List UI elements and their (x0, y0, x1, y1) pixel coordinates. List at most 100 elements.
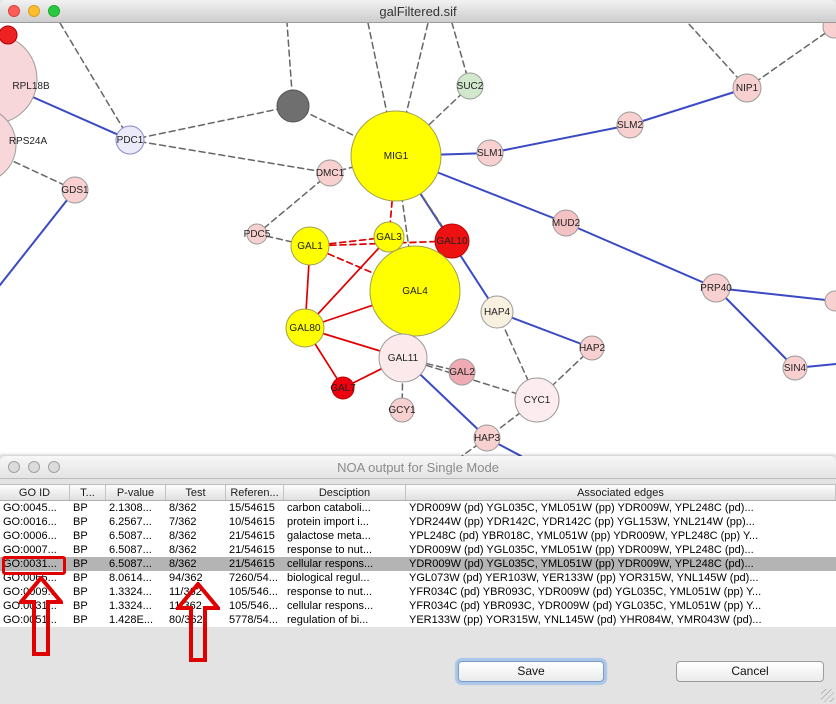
edge[interactable] (0, 190, 75, 285)
table-row[interactable]: GO:0045...BP2.1308...8/36215/54615carbon… (0, 501, 836, 515)
node-label: GAL2 (449, 367, 475, 378)
node-label: PDC5 (244, 229, 271, 240)
table-row[interactable]: GO:0031...BP1.3324...11/362105/546...cel… (0, 599, 836, 613)
node-label: GAL1 (297, 241, 323, 252)
noa-window-titlebar[interactable]: NOA output for Single Mode (0, 456, 836, 479)
table-cell: 8/362 (166, 529, 226, 543)
table-row[interactable]: GO:0031...BP6.5087...8/36221/54615cellul… (0, 557, 836, 571)
table-header-row: GO ID T... P-value Test Referen... Desci… (0, 484, 836, 501)
table-cell: 8/362 (166, 557, 226, 571)
node-label: MIG1 (384, 151, 409, 162)
table-cell: 6.5087... (106, 557, 166, 571)
table-row[interactable]: GO:0016...BP6.2567...7/36210/54615protei… (0, 515, 836, 529)
node-label: GAL3 (376, 232, 402, 243)
close-button[interactable] (8, 461, 20, 473)
table-cell: BP (70, 585, 106, 599)
edge[interactable] (747, 27, 834, 88)
table-cell: BP (70, 599, 106, 613)
table-cell: 6.5087... (106, 543, 166, 557)
column-header-type[interactable]: T... (70, 485, 106, 500)
edge[interactable] (130, 140, 330, 173)
zoom-button[interactable] (48, 5, 60, 17)
edge[interactable] (630, 88, 747, 125)
node-label: GAL10 (436, 236, 468, 247)
node-label: SLM2 (617, 120, 644, 131)
edge[interactable] (566, 223, 716, 288)
resize-grip[interactable] (821, 689, 834, 702)
network-window: galFiltered.sif RPL18BRPS24AGDS1PDC1DMC1… (0, 0, 836, 456)
node-label: PRP40 (700, 283, 732, 294)
table-cell: regulation of bi... (284, 613, 406, 627)
zoom-button[interactable] (48, 461, 60, 473)
table-cell: BP (70, 515, 106, 529)
table-cell: YER133W (pp) YOR315W, YNL145W (pd) YHR08… (406, 613, 836, 627)
node-label: SUC2 (457, 81, 484, 92)
table-row[interactable]: GO:0065...BP8.0614...94/3627260/54...bio… (0, 571, 836, 585)
node-rightmid[interactable] (825, 291, 836, 311)
noa-output-window: NOA output for Single Mode GO ID T... P-… (0, 456, 836, 704)
table-cell: 6.2567... (106, 515, 166, 529)
table-cell: 8.0614... (106, 571, 166, 585)
network-window-titlebar[interactable]: galFiltered.sif (0, 0, 836, 23)
edge[interactable] (716, 288, 835, 301)
edge[interactable] (257, 173, 330, 234)
column-header-reference[interactable]: Referen... (226, 485, 284, 500)
table-row[interactable]: GO:0009...BP1.3324...11/362105/546...res… (0, 585, 836, 599)
table-cell: GO:0045... (0, 501, 70, 515)
window-title: galFiltered.sif (379, 4, 456, 19)
node-label: HAP4 (484, 307, 511, 318)
node-gray1[interactable] (277, 90, 309, 122)
table-cell: 1.428E... (106, 613, 166, 627)
node-label: PDC1 (117, 135, 144, 146)
edge[interactable] (490, 125, 630, 153)
results-table: GO ID T... P-value Test Referen... Desci… (0, 484, 836, 627)
annotation-highlight-rect (2, 556, 66, 575)
table-cell: 21/54615 (226, 529, 284, 543)
column-header-p-value[interactable]: P-value (106, 485, 166, 500)
column-header-associated-edges[interactable]: Associated edges (406, 485, 836, 500)
table-cell: GO:0006... (0, 529, 70, 543)
network-canvas[interactable]: RPL18BRPS24AGDS1PDC1DMC1MIG1SUC2SLM1SLM2… (0, 23, 836, 456)
table-cell: 1.3324... (106, 599, 166, 613)
table-cell: YDR009W (pd) YGL035C, YML051W (pp) YDR00… (406, 557, 836, 571)
table-cell: 10/54615 (226, 515, 284, 529)
column-header-test[interactable]: Test (166, 485, 226, 500)
node-topright[interactable] (823, 23, 836, 38)
cancel-button[interactable]: Cancel (676, 661, 824, 682)
table-cell: YFR034C (pd) YBR093C, YDR009W (pd) YGL03… (406, 599, 836, 613)
table-cell: BP (70, 613, 106, 627)
node-label: RPS24A (9, 136, 48, 147)
column-header-go-id[interactable]: GO ID (0, 485, 70, 500)
table-cell: YGL073W (pd) YER103W, YER133W (pp) YOR31… (406, 571, 836, 585)
table-row[interactable]: GO:0007...BP6.5087...8/36221/54615respon… (0, 543, 836, 557)
minimize-button[interactable] (28, 461, 40, 473)
table-cell: carbon cataboli... (284, 501, 406, 515)
table-cell: response to nut... (284, 585, 406, 599)
table-row[interactable]: GO:0006...BP6.5087...8/36221/54615galact… (0, 529, 836, 543)
save-button[interactable]: Save (458, 661, 604, 682)
node-rpl18b[interactable] (0, 34, 37, 124)
node-label: CYC1 (524, 395, 551, 406)
edge[interactable] (60, 23, 130, 140)
annotation-arrow-go-id (19, 576, 63, 656)
table-cell: 15/54615 (226, 501, 284, 515)
table-row[interactable]: GO:0051...BP1.428E...80/3625778/54...reg… (0, 613, 836, 627)
edge[interactable] (130, 106, 293, 140)
node-label: HAP3 (474, 433, 501, 444)
graph-area: RPL18BRPS24AGDS1PDC1DMC1MIG1SUC2SLM1SLM2… (0, 23, 836, 456)
edge[interactable] (716, 288, 795, 368)
node-label: GAL80 (289, 323, 321, 334)
node-label: GAL11 (388, 353, 419, 364)
table-cell: GO:0016... (0, 515, 70, 529)
table-cell: 7260/54... (226, 571, 284, 585)
column-header-description[interactable]: Desciption (284, 485, 406, 500)
node-label: GCY1 (388, 405, 416, 416)
table-cell: BP (70, 529, 106, 543)
minimize-button[interactable] (28, 5, 40, 17)
table-cell: 7/362 (166, 515, 226, 529)
table-cell: galactose meta... (284, 529, 406, 543)
table-cell: YDR009W (pd) YGL035C, YML051W (pp) YDR00… (406, 543, 836, 557)
close-button[interactable] (8, 5, 20, 17)
node-corner_red[interactable] (0, 26, 17, 44)
